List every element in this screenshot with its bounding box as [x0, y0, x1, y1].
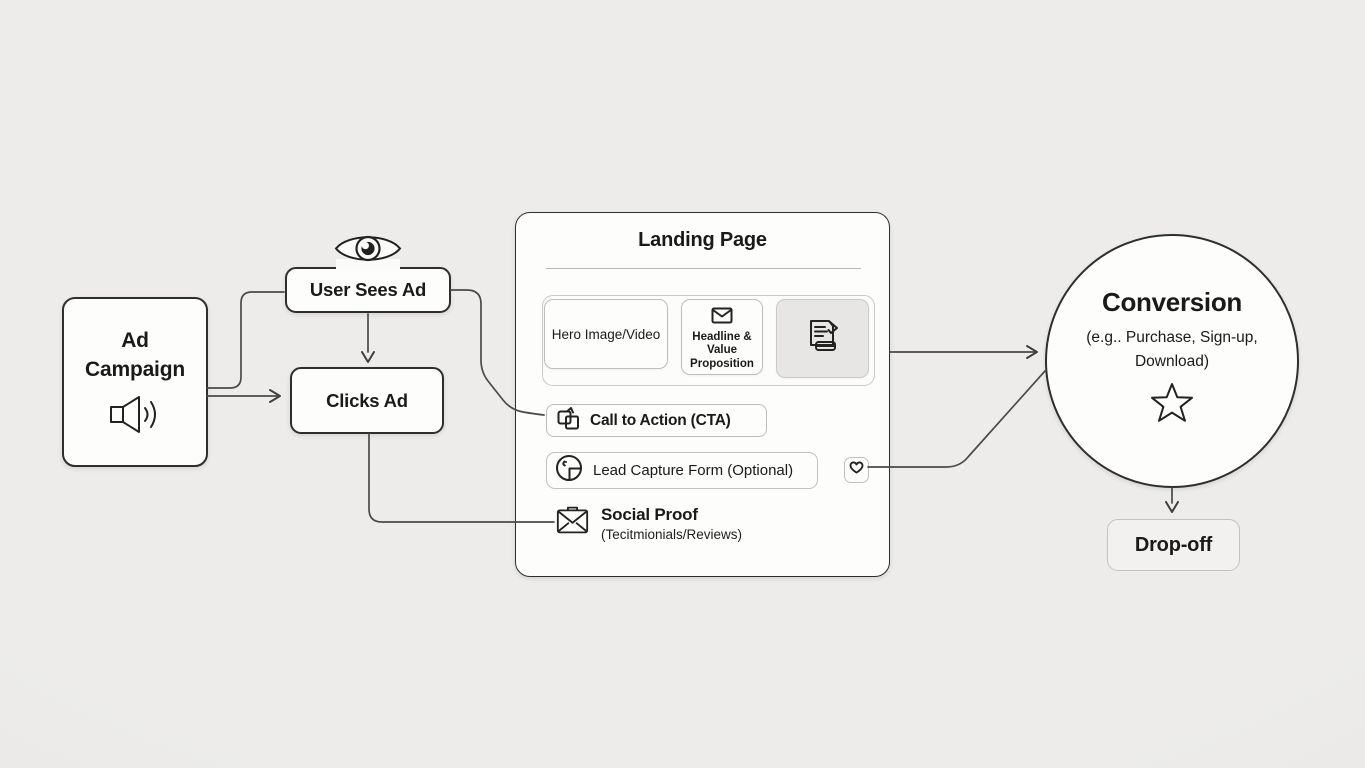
headline-tile-label: Headline & Value Proposition — [690, 330, 754, 370]
document-tile — [776, 299, 869, 378]
eye-icon — [334, 230, 402, 267]
arrowhead-conversion-left — [1026, 345, 1038, 359]
headline-value-proposition-tile: Headline & Value Proposition — [681, 299, 763, 375]
heart-icon — [849, 461, 864, 479]
conversion-title: Conversion — [1101, 286, 1243, 317]
social-proof-subtitle: (Tecitmionials/Reviews) — [601, 527, 743, 542]
hero-tile-label: Hero Image/Video — [551, 326, 661, 342]
hero-image-video-tile: Hero Image/Video — [544, 299, 668, 369]
arrowhead-clicksad-left — [269, 389, 281, 403]
lead-capture-label: Lead Capture Form (Optional) — [593, 462, 794, 479]
pages-icon — [556, 406, 581, 436]
star-icon — [1150, 382, 1194, 429]
document-edit-icon — [802, 316, 844, 361]
conversion-subtitle: (e.g.. Purchase, Sign-up, Download) — [1086, 328, 1258, 370]
cta-label: Call to Action (CTA) — [590, 411, 731, 429]
lead-capture-form-box: Lead Capture Form (Optional) — [546, 452, 818, 489]
node-user-sees-ad: User Sees Ad — [285, 267, 451, 313]
connector-adcampaign-to-usersees — [206, 291, 285, 389]
envelope-icon — [711, 307, 733, 329]
mail-icon — [556, 505, 589, 540]
arrowhead-dropoff-top — [1165, 501, 1179, 513]
social-proof-title: Social Proof — [601, 505, 698, 524]
node-drop-off: Drop-off — [1107, 519, 1240, 571]
eye-background-mask — [336, 259, 400, 271]
speaker-icon — [108, 394, 162, 439]
landing-page-title: Landing Page — [638, 229, 767, 251]
social-proof-item: Social Proof (Tecitmionials/Reviews) — [556, 505, 742, 542]
clicks-ad-label: Clicks Ad — [326, 389, 408, 411]
heart-icon-box — [844, 457, 869, 483]
node-clicks-ad: Clicks Ad — [290, 367, 444, 434]
clock-icon — [555, 454, 583, 487]
drop-off-label: Drop-off — [1134, 533, 1213, 556]
node-conversion: Conversion (e.g.. Purchase, Sign-up, Dow… — [1045, 234, 1299, 488]
user-sees-ad-label: User Sees Ad — [309, 279, 427, 300]
node-landing-page: Landing Page Hero Image/Video Headline &… — [515, 212, 890, 577]
ad-campaign-label: Ad Campaign — [85, 328, 185, 381]
landing-page-divider — [546, 268, 861, 269]
connector-heart-to-conversion — [867, 370, 1046, 468]
arrowhead-clicksad-top — [361, 351, 375, 363]
call-to-action-box: Call to Action (CTA) — [546, 404, 767, 437]
node-ad-campaign: Ad Campaign — [62, 297, 208, 467]
